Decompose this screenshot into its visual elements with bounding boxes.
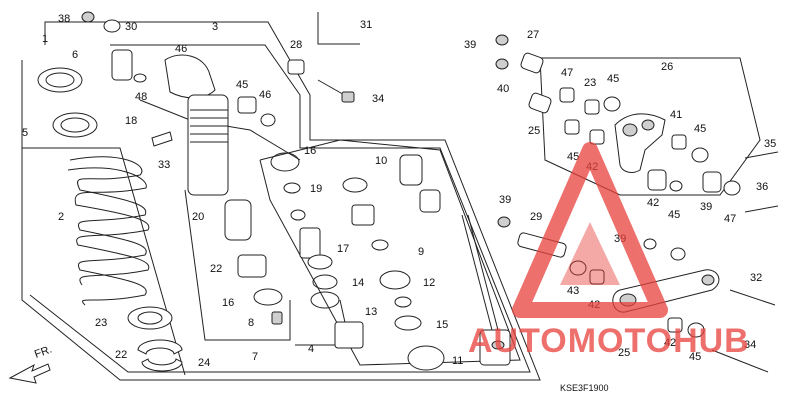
callout-label: 22 [210, 263, 222, 275]
spring-seat [127, 306, 183, 372]
callout-label: 25 [618, 347, 630, 359]
callout-label: 31 [360, 19, 372, 31]
callout-label: 16 [222, 297, 234, 309]
shock-spring [67, 156, 150, 306]
callout-label: 23 [95, 317, 107, 329]
callout-label: 18 [125, 115, 137, 127]
damper-internals [283, 154, 511, 371]
callout-label: 19 [310, 183, 322, 195]
callout-label: 39 [499, 194, 511, 206]
callout-label: 38 [58, 13, 70, 25]
callout-label: 39 [464, 39, 476, 51]
callout-label: 14 [352, 277, 364, 289]
callout-label: 45 [607, 73, 619, 85]
callout-label: 40 [497, 83, 509, 95]
callout-label: 47 [561, 67, 573, 79]
callout-label: 39 [700, 201, 712, 213]
callout-label: 34 [372, 93, 384, 105]
callout-label: 33 [158, 159, 170, 171]
callout-label: 46 [175, 43, 187, 55]
callout-label: 45 [668, 209, 680, 221]
retainer-rings [37, 67, 98, 138]
callout-label: 41 [670, 109, 682, 121]
callout-label: 5 [22, 127, 28, 139]
damper-body [111, 49, 229, 196]
callout-label: 45 [694, 123, 706, 135]
shock-arm [559, 87, 779, 213]
callout-label: 28 [290, 39, 302, 51]
callout-label: 22 [115, 349, 127, 361]
watermark-logo: AUTOMOTOHUB [468, 142, 750, 360]
callout-label: 1 [42, 33, 48, 45]
callout-label: 6 [72, 49, 78, 61]
callout-label: 45 [567, 151, 579, 163]
diagram-code: KSE3F1900 [560, 383, 609, 393]
callout-label: 35 [764, 138, 776, 150]
callout-label: 11 [452, 355, 463, 367]
callout-label: 17 [337, 243, 349, 255]
callout-label: 30 [125, 21, 137, 33]
callout-label: 34 [744, 339, 756, 351]
watermark-text: AUTOMOTOHUB [468, 322, 750, 360]
callout-label: 27 [527, 29, 539, 41]
callout-label: 36 [756, 181, 768, 193]
callout-label: 48 [135, 91, 147, 103]
callout-label: 10 [375, 155, 387, 167]
callout-label: 42 [647, 197, 659, 209]
callout-label: 15 [436, 319, 448, 331]
callout-label: 3 [212, 21, 218, 33]
callout-label: 32 [750, 272, 762, 284]
callout-label: 43 [567, 285, 579, 297]
callout-label: 4 [308, 343, 314, 355]
callout-label: 45 [689, 351, 701, 363]
front-direction-arrow [8, 363, 51, 384]
callout-label: 23 [584, 77, 596, 89]
direction-label: FR. [33, 343, 54, 360]
callout-label: 24 [198, 357, 210, 369]
callout-label: 12 [423, 277, 435, 289]
callout-label: 26 [661, 61, 673, 73]
top-mount-parts [81, 11, 355, 172]
callout-label: 46 [259, 89, 271, 101]
callout-label: 20 [192, 211, 204, 223]
connecting-rod [569, 238, 776, 373]
callout-label: 25 [528, 125, 540, 137]
callout-label: 47 [724, 213, 736, 225]
callout-label: 7 [252, 351, 258, 363]
callout-label: 13 [365, 306, 377, 318]
callout-label: 8 [248, 317, 254, 329]
callout-label: 9 [418, 246, 424, 258]
assembly-frame [21, 12, 761, 381]
callout-label: 45 [236, 79, 248, 91]
callout-label: 16 [304, 145, 316, 157]
watermark-triangle [512, 142, 668, 318]
callout-label: 29 [530, 211, 542, 223]
bump-rubber [224, 199, 283, 325]
callout-labels: 38 1 30 3 31 6 46 28 48 45 46 34 18 5 33… [22, 13, 776, 393]
callout-label: 42 [664, 337, 676, 349]
callout-label: 2 [58, 211, 64, 223]
